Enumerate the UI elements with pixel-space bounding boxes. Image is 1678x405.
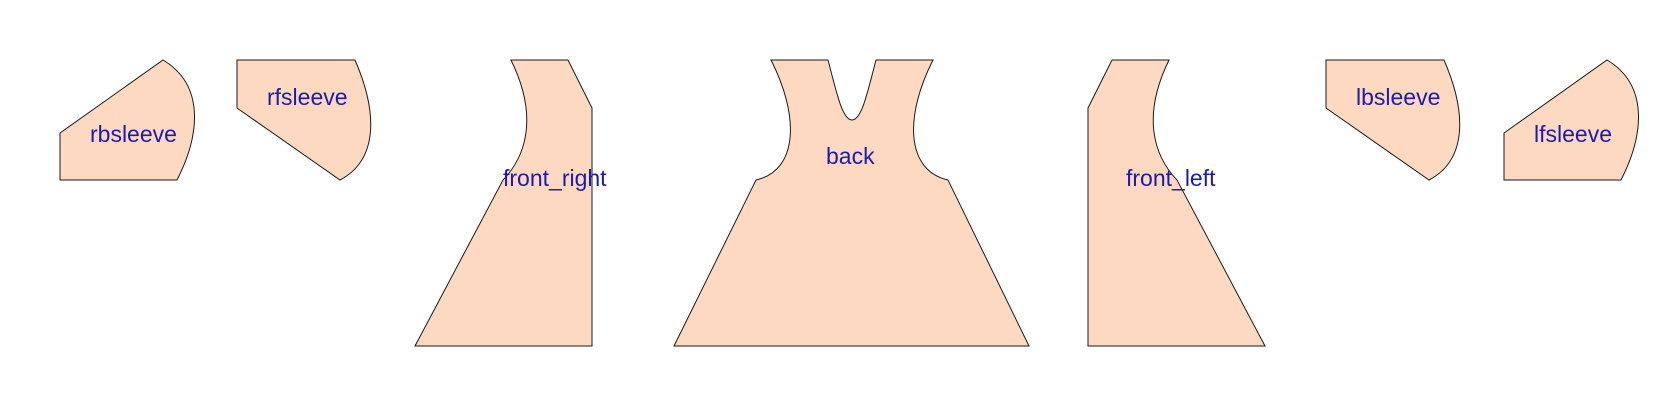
piece-back-label: back <box>826 143 875 169</box>
piece-lfsleeve-shape <box>1503 59 1639 181</box>
piece-lbsleeve: lbsleeve <box>1325 59 1461 181</box>
piece-front-right-label: front_right <box>503 165 607 191</box>
piece-lbsleeve-shape <box>1325 59 1461 181</box>
piece-rbsleeve: rbsleeve <box>59 59 195 181</box>
piece-lfsleeve: lfsleeve <box>1503 59 1639 181</box>
piece-back: back <box>673 59 1030 347</box>
piece-back-shape <box>673 59 1030 347</box>
piece-rfsleeve-shape <box>236 59 372 181</box>
piece-front-left-label: front_left <box>1126 165 1216 191</box>
piece-rfsleeve-label: rfsleeve <box>267 84 348 110</box>
piece-lbsleeve-label: lbsleeve <box>1356 84 1440 110</box>
piece-front-left-shape <box>1087 59 1266 347</box>
piece-rbsleeve-label: rbsleeve <box>90 121 177 147</box>
piece-front-right-shape <box>414 59 593 347</box>
piece-rbsleeve-shape <box>59 59 195 181</box>
piece-front-left: front_left <box>1087 59 1266 347</box>
piece-rfsleeve: rfsleeve <box>236 59 372 181</box>
piece-front-right: front_right <box>414 59 607 347</box>
piece-lfsleeve-label: lfsleeve <box>1534 121 1612 147</box>
